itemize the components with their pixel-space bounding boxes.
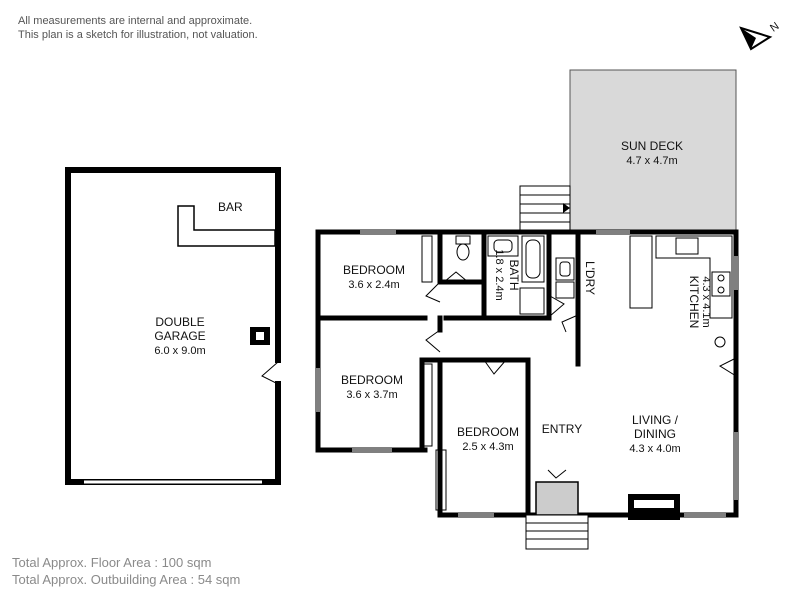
bar-counter (177, 205, 276, 247)
bedroom-1-dims: 3.6 x 2.4m (348, 279, 399, 291)
deck-stairs (519, 185, 571, 233)
outbuilding-area-text: Total Approx. Outbuilding Area : 54 sqm (12, 572, 241, 587)
floor-area-text: Total Approx. Floor Area : 100 sqm (12, 555, 212, 570)
garage-side-door (261, 361, 279, 385)
front-stairs (525, 514, 589, 550)
sun-deck-label: SUN DECK (621, 139, 683, 153)
bath-dims: 1.8 x 2.4m (493, 249, 505, 300)
entry-step (535, 481, 579, 516)
windows (316, 230, 738, 517)
bathtub-icon (521, 235, 545, 283)
laundry-fixtures (555, 257, 575, 299)
bedroom-2-dims: 3.6 x 3.7m (346, 389, 397, 401)
bar-label: BAR (218, 200, 243, 214)
bath-label: BATH (507, 259, 521, 290)
wardrobes (421, 235, 447, 511)
kitchen-label: KITCHEN (687, 276, 701, 329)
garage-label-line2: GARAGE (154, 329, 205, 343)
entry-label: ENTRY (542, 422, 582, 436)
stair-arrow-icon (563, 203, 570, 213)
sun-deck-dims: 4.7 x 4.7m (626, 155, 677, 167)
kitchen-counters (629, 235, 733, 348)
vanity-icon (487, 235, 545, 315)
disclaimer-line-1: All measurements are internal and approx… (18, 15, 253, 27)
area-summary: Total Approx. Floor Area : 100 sqm Total… (12, 554, 240, 588)
bedroom-3-dims: 2.5 x 4.3m (462, 441, 513, 453)
door-swings (425, 271, 737, 479)
living-label-line1: LIVING / (632, 413, 679, 427)
laundry-label: L'DRY (583, 261, 597, 295)
disclaimer: All measurements are internal and approx… (18, 14, 258, 42)
north-label: N (768, 20, 781, 34)
kitchen-dims: 4.3 x 4.1m (700, 276, 712, 327)
bedroom-1-label: BEDROOM (343, 263, 405, 277)
living-dims: 4.3 x 4.0m (629, 443, 680, 455)
disclaimer-line-2: This plan is a sketch for illustration, … (18, 29, 258, 41)
garage-label-line1: DOUBLE (155, 315, 204, 329)
garage-dims: 6.0 x 9.0m (154, 345, 205, 357)
toilet-icon (455, 235, 471, 261)
bedroom-2-label: BEDROOM (341, 373, 403, 387)
bedroom-3-label: BEDROOM (457, 425, 519, 439)
north-arrow-icon: N (739, 20, 782, 51)
sun-deck-area (569, 69, 737, 233)
living-label-line2: DINING (634, 427, 676, 441)
